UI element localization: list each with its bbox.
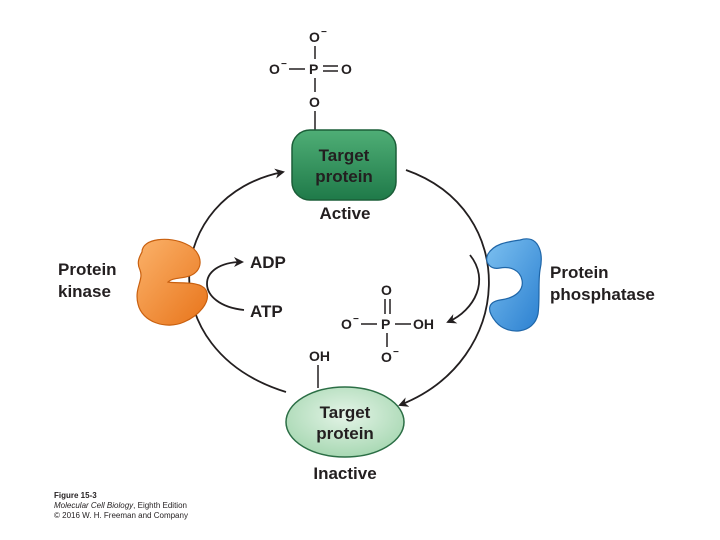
inactive-protein-line2: protein	[316, 424, 374, 443]
phosphate-top-o-bottom: O	[309, 94, 320, 110]
inactive-protein-line1: Target	[320, 403, 371, 422]
phosphatase-cycle-arrow	[398, 169, 490, 407]
protein-kinase: Protein kinase	[58, 238, 208, 326]
oh-group-label: OH	[309, 348, 330, 364]
book-citation: Molecular Cell Biology, Eighth Edition	[54, 501, 188, 511]
book-edition: , Eighth Edition	[133, 501, 187, 510]
free-phosphate-p: P	[381, 316, 390, 332]
free-phosphate-o-bottom-charge: −	[393, 347, 399, 358]
atp-label: ATP	[250, 302, 283, 321]
free-phosphate-o-left: O	[341, 316, 352, 332]
phosphate-top-o-left: O	[269, 61, 280, 77]
atp-to-adp-arrow	[206, 257, 245, 311]
phosphate-top-p: P	[309, 61, 318, 77]
active-protein-line2: protein	[315, 167, 373, 186]
phosphate-top-o-top: O	[309, 29, 320, 45]
phosphate-group-top: O − O − P O O	[269, 27, 352, 130]
kinase-label-line1: Protein	[58, 260, 117, 279]
free-phosphate: O O − P OH O −	[341, 282, 434, 365]
free-phosphate-o-top: O	[381, 282, 392, 298]
active-protein-shape	[291, 129, 397, 201]
free-phosphate-o-left-charge: −	[353, 314, 359, 325]
inactive-protein-shape	[285, 386, 405, 458]
figure-caption: Figure 15-3 Molecular Cell Biology, Eigh…	[54, 491, 188, 521]
active-protein-line1: Target	[319, 146, 370, 165]
kinase-shape	[136, 238, 208, 326]
free-phosphate-oh: OH	[413, 316, 434, 332]
book-title: Molecular Cell Biology	[54, 501, 134, 510]
phosphate-release-arrow	[446, 254, 481, 324]
phosphate-top-o-right: O	[341, 61, 352, 77]
phosphatase-shape	[486, 238, 542, 332]
phosphatase-label-line2: phosphatase	[550, 285, 655, 304]
inactive-target-protein: Target protein Inactive OH	[285, 348, 405, 483]
phosphate-top-o-top-charge: −	[321, 27, 327, 38]
figure-number: Figure 15-3	[54, 491, 97, 500]
active-state-label: Active	[319, 204, 370, 223]
inactive-state-label: Inactive	[313, 464, 376, 483]
protein-phosphatase: Protein phosphatase	[486, 238, 655, 332]
copyright-line: © 2016 W. H. Freeman and Company	[54, 511, 188, 520]
adp-label: ADP	[250, 253, 286, 272]
phosphatase-label-line1: Protein	[550, 263, 609, 282]
phosphate-top-o-left-charge: −	[281, 59, 287, 70]
kinase-cycle-arrow	[188, 168, 287, 393]
free-phosphate-o-bottom: O	[381, 349, 392, 365]
kinase-label-line2: kinase	[58, 282, 111, 301]
active-target-protein: Target protein Active	[291, 129, 397, 223]
